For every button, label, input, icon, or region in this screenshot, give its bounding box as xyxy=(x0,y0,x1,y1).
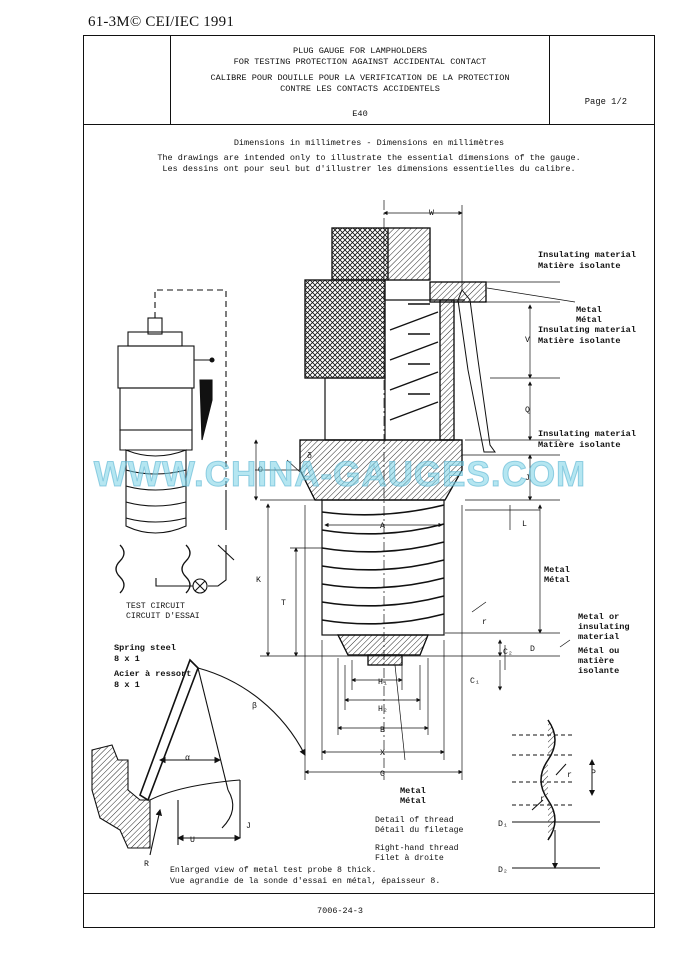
note-en: The drawings are intended only to illust… xyxy=(157,153,581,163)
label-K: K xyxy=(256,576,261,585)
insulating-1a: Insulating material xyxy=(538,250,636,260)
insulating-2a: Insulating material xyxy=(538,325,636,335)
label-G: G xyxy=(380,770,385,779)
title-en-line2: FOR TESTING PROTECTION AGAINST ACCIDENTA… xyxy=(233,56,487,67)
label-A: A xyxy=(380,522,385,531)
drawing-labels: W V Q J L A K T O δ D C₂ C₁ r H₁ H₂ B X … xyxy=(114,209,636,886)
insulating-3b: Matière isolante xyxy=(538,440,621,450)
label-r3: r xyxy=(540,795,545,804)
label-V: V xyxy=(525,336,530,345)
label-r: r xyxy=(482,618,487,627)
metal-ou-3: isolante xyxy=(578,666,619,676)
title-fr-line1: CALIBRE POUR DOUILLE POUR LA VERIFICATIO… xyxy=(210,73,510,84)
test-circuit-en: TEST CIRCUIT xyxy=(126,602,185,611)
label-R: R xyxy=(144,860,149,869)
metal-1b: Métal xyxy=(576,315,602,325)
drawing-number: 7006-24-3 xyxy=(317,906,363,916)
label-C2: C₂ xyxy=(503,648,513,657)
dimensions-note: Dimensions in millimetres - Dimensions e… xyxy=(233,138,505,148)
metal-1a: Metal xyxy=(576,305,602,315)
metal-or-3: material xyxy=(578,632,619,642)
title-block: PLUG GAUGE FOR LAMPHOLDERS FOR TESTING P… xyxy=(83,35,655,125)
metal-2b: Métal xyxy=(544,575,570,585)
probe-caption-fr: Vue agrandie de la sonde d'essai en méta… xyxy=(170,876,440,886)
thread-detail xyxy=(512,719,600,869)
note-fr: Les dessins ont pour seul but d'illustre… xyxy=(162,164,576,174)
title-cell: PLUG GAUGE FOR LAMPHOLDERS FOR TESTING P… xyxy=(170,35,550,125)
thread-1: Detail of thread xyxy=(375,815,454,825)
rh-2: Filet à droite xyxy=(375,853,444,863)
insulating-2b: Matière isolante xyxy=(538,336,621,346)
title-en-line1: PLUG GAUGE FOR LAMPHOLDERS xyxy=(292,46,428,56)
label-Q: Q xyxy=(525,406,530,415)
watermark: WWW.CHINA-GAUGES.COM xyxy=(93,455,587,495)
insulating-3a: Insulating material xyxy=(538,429,636,439)
plug-gauge-section xyxy=(299,200,496,780)
label-X: X xyxy=(380,749,385,758)
metal-3b: Métal xyxy=(400,796,426,806)
title-fr-line2: CONTRE LES CONTACTS ACCIDENTELS xyxy=(280,83,440,94)
lamp-sketch xyxy=(115,289,235,594)
probe-caption-en: Enlarged view of metal test probe 8 thic… xyxy=(170,865,376,875)
label-C1: C₁ xyxy=(470,677,480,686)
metal-or-1: Metal or xyxy=(578,612,619,622)
label-O: O xyxy=(258,466,263,475)
label-delta: δ xyxy=(307,451,312,461)
page-number: Page 1/2 xyxy=(584,97,627,107)
footer-divider xyxy=(83,893,655,894)
spring-2: 8 x 1 xyxy=(114,654,140,664)
label-beta: β xyxy=(252,701,257,711)
label-U: U xyxy=(190,836,195,845)
spring-3: Acier à ressort xyxy=(114,669,191,679)
spring-1: Spring steel xyxy=(114,643,176,653)
label-J: J xyxy=(525,474,530,483)
spring-4: 8 x 1 xyxy=(114,680,140,690)
label-B: B xyxy=(380,726,385,735)
metal-ou-1: Métal ou xyxy=(578,646,619,656)
label-H1: H₁ xyxy=(378,678,388,687)
metal-2a: Metal xyxy=(544,565,570,575)
test-probe xyxy=(91,658,306,856)
label-r2: r xyxy=(567,771,572,780)
label-J2: J xyxy=(246,822,251,831)
insulating-1b: Matière isolante xyxy=(538,261,621,271)
drawing-frame xyxy=(83,35,655,928)
label-W: W xyxy=(429,209,434,218)
label-T: T xyxy=(281,599,286,608)
label-D1: D₁ xyxy=(498,820,508,829)
metal-or-2: insulating xyxy=(578,622,630,632)
thread-2: Détail du filetage xyxy=(375,825,464,835)
label-P: P xyxy=(591,769,596,778)
drawings-note: The drawings are intended only to illust… xyxy=(83,153,655,175)
label-D2: D₂ xyxy=(498,866,508,875)
rh-1: Right-hand thread xyxy=(375,843,459,853)
dimension-lines xyxy=(253,205,576,780)
standard-reference: 61-3M© CEI/IEC 1991 xyxy=(88,14,235,30)
label-H2: H₂ xyxy=(378,705,388,714)
label-L: L xyxy=(522,520,527,529)
metal-ou-2: matière xyxy=(578,656,614,666)
test-circuit-fr: CIRCUIT D'ESSAI xyxy=(126,611,200,621)
cap-type: E40 xyxy=(352,109,368,120)
label-alpha: α xyxy=(185,754,190,763)
metal-3a: Metal xyxy=(400,786,426,796)
label-D: D xyxy=(530,645,535,654)
